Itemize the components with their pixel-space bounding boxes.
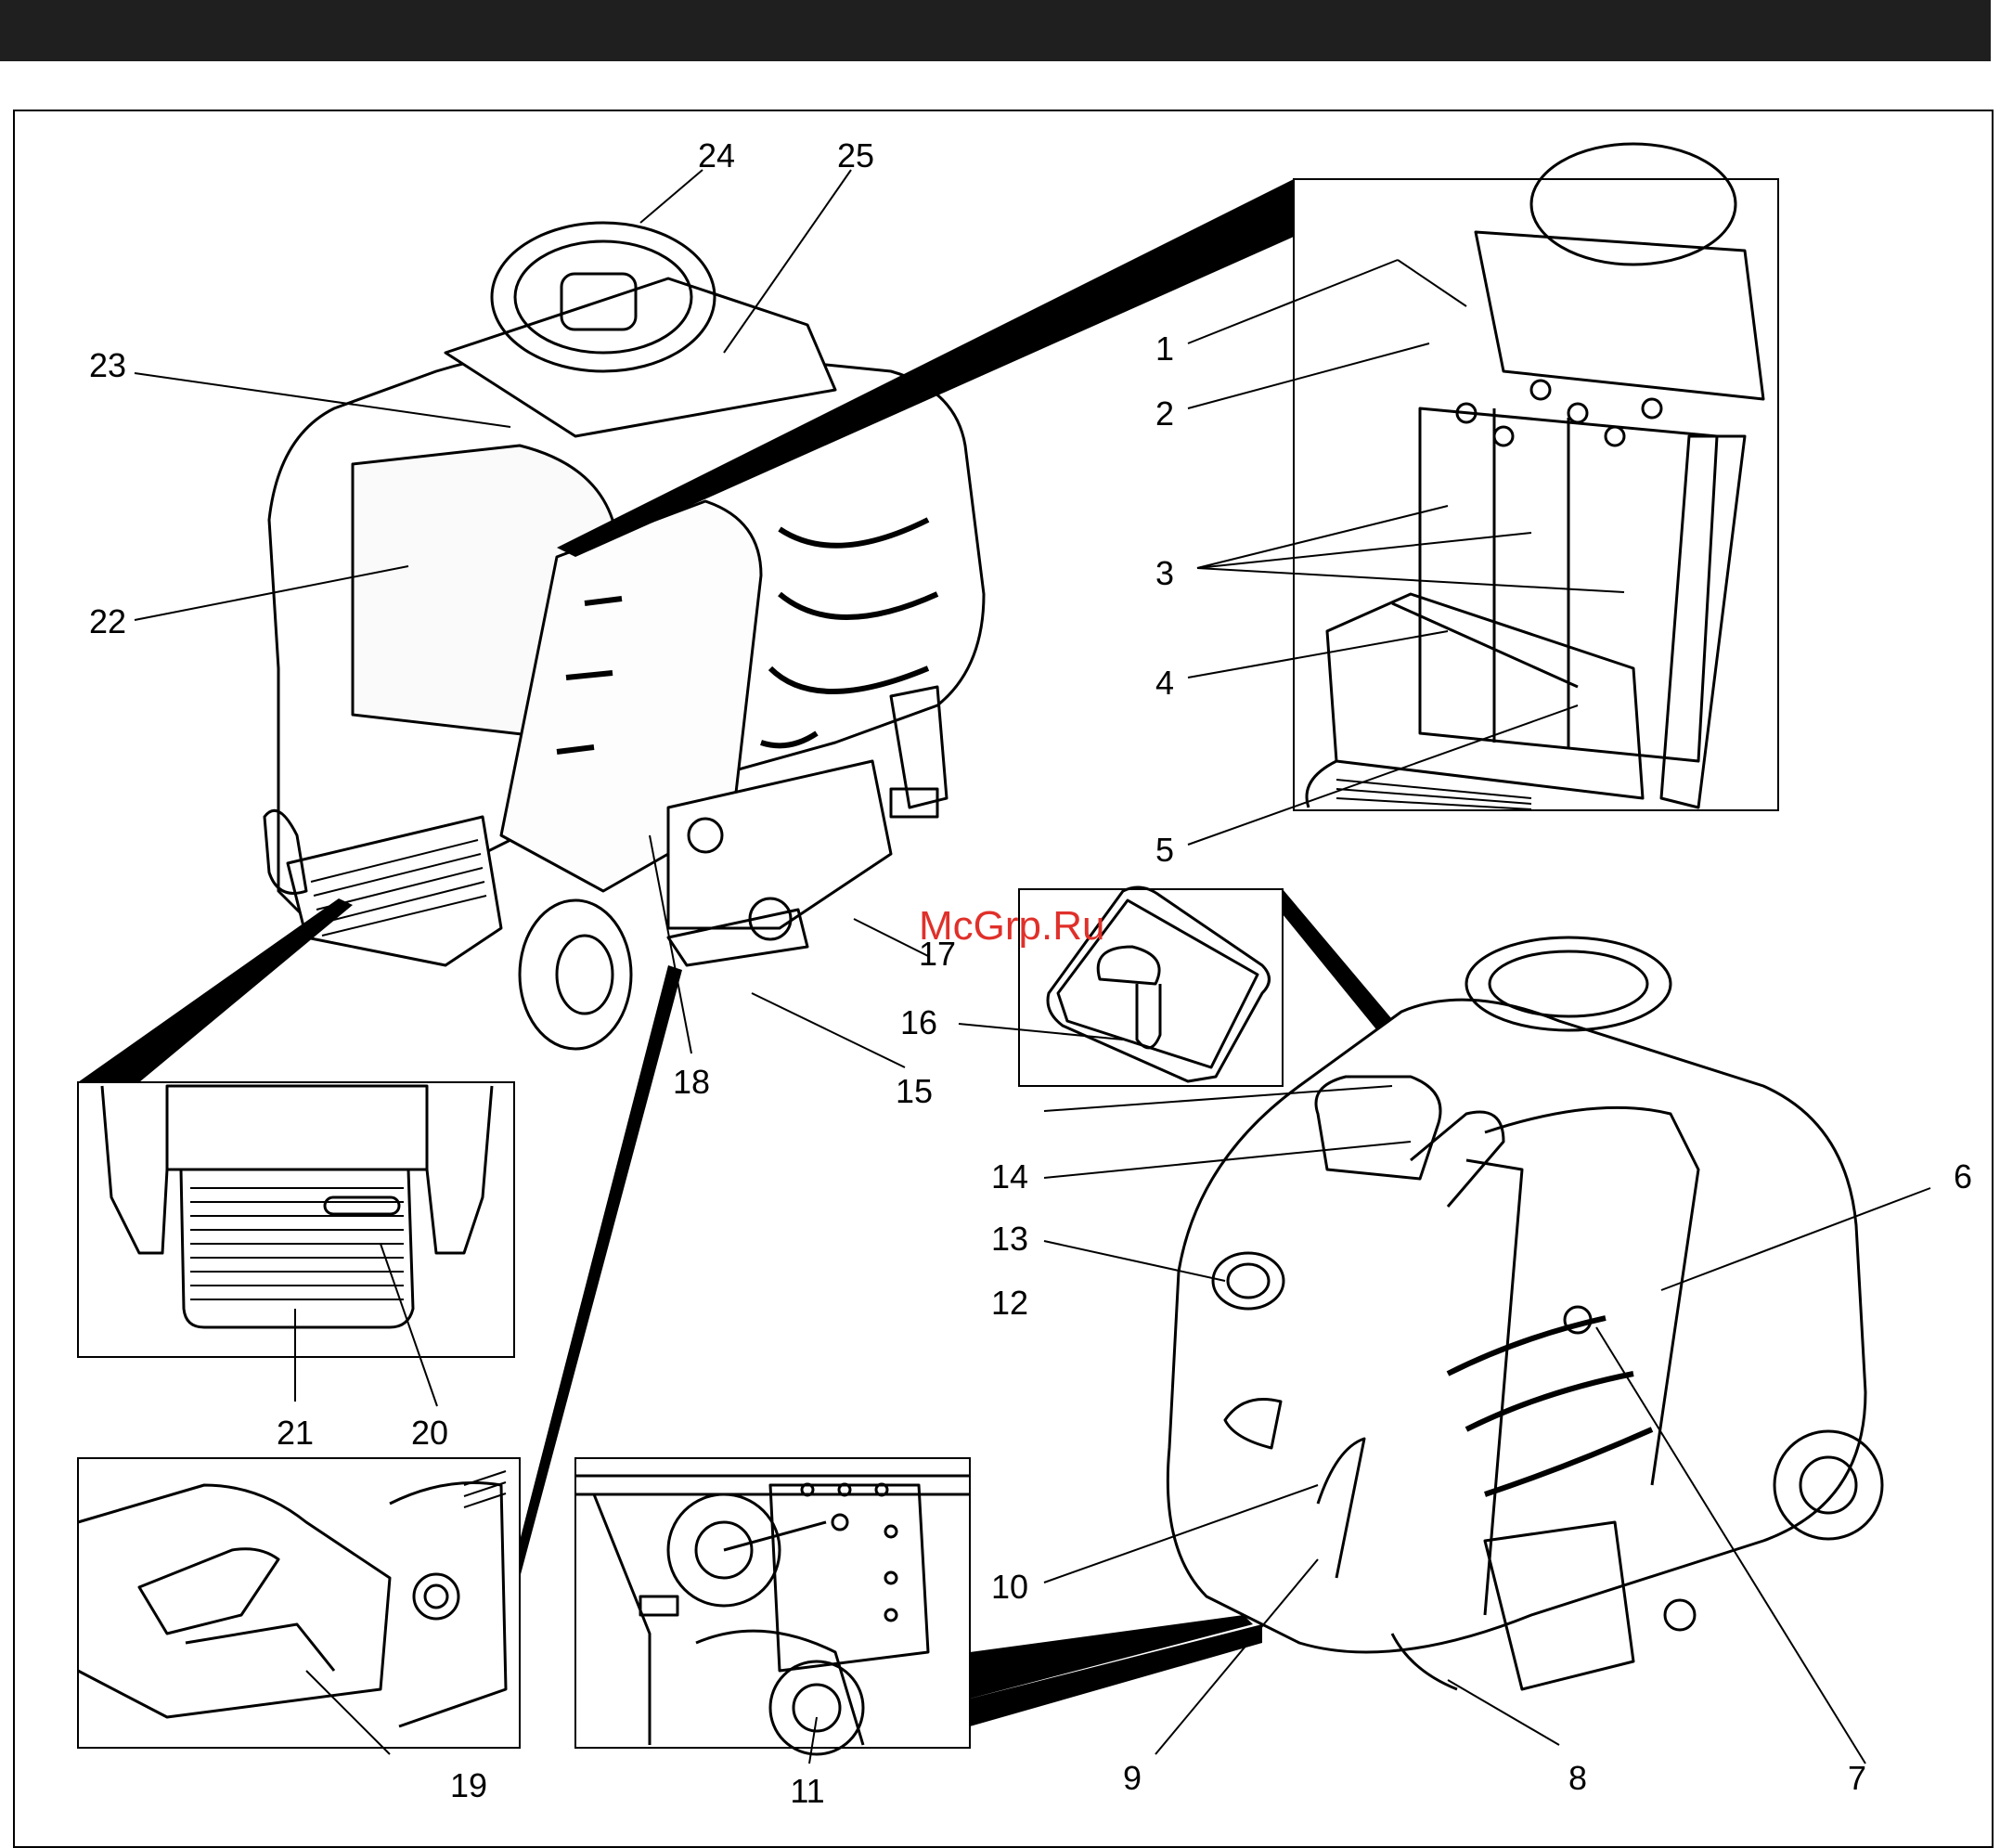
callout-20: 20 — [411, 1414, 448, 1452]
watermark-text: McGrp.Ru — [919, 903, 1104, 949]
callout-6: 6 — [1954, 1157, 1972, 1195]
callout-9: 9 — [1123, 1759, 1142, 1797]
linkage-inset — [575, 1458, 1262, 1754]
callout-7: 7 — [1848, 1759, 1866, 1797]
callout-23: 23 — [89, 346, 126, 384]
callout-19: 19 — [450, 1766, 487, 1804]
callout-16: 16 — [900, 1003, 937, 1041]
callout-18: 18 — [673, 1063, 710, 1101]
callout-13: 13 — [991, 1220, 1028, 1258]
main-machine-drawing — [265, 223, 984, 1049]
callout-4: 4 — [1155, 664, 1174, 702]
callout-11: 11 — [790, 1772, 824, 1810]
callout-14: 14 — [991, 1157, 1028, 1195]
callout-8: 8 — [1568, 1759, 1587, 1797]
callout-10: 10 — [991, 1568, 1028, 1606]
callout-2: 2 — [1155, 394, 1174, 433]
callout-21: 21 — [277, 1414, 314, 1452]
callout-15: 15 — [896, 1072, 933, 1110]
footboard-inset — [78, 898, 514, 1357]
callout-3: 3 — [1155, 554, 1174, 592]
callout-25: 25 — [837, 136, 874, 174]
callout-1: 1 — [1155, 330, 1174, 368]
callout-12: 12 — [991, 1284, 1028, 1322]
callout-22: 22 — [89, 602, 126, 640]
callout-24: 24 — [698, 136, 735, 174]
callout-5: 5 — [1155, 831, 1174, 869]
